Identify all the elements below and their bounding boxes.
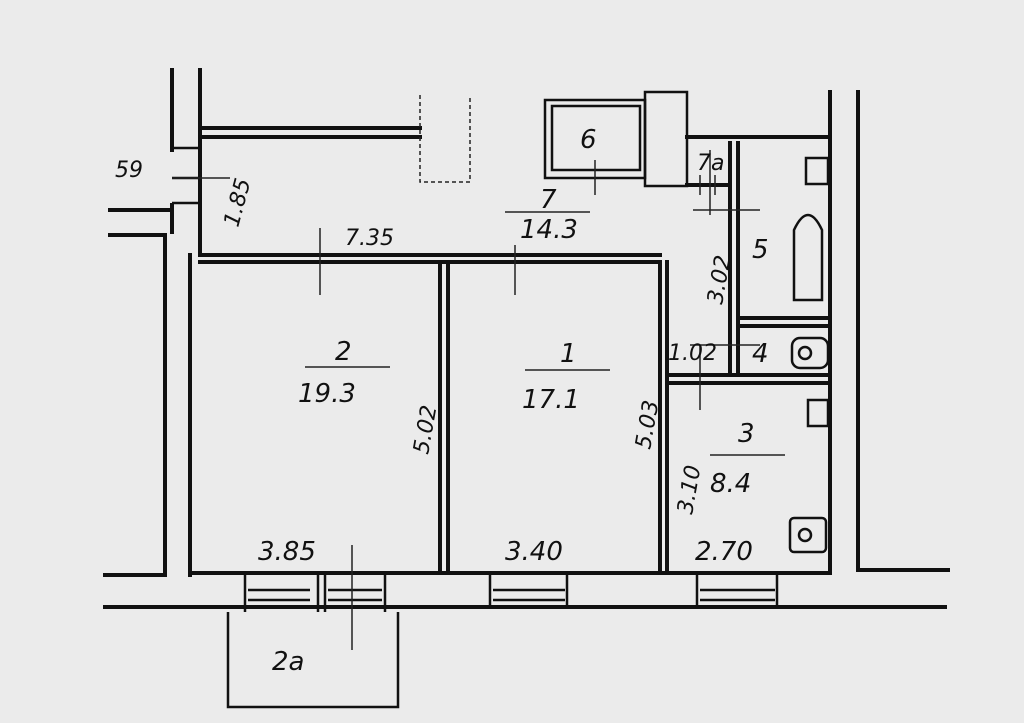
- dim-corridor-length: 7.35: [345, 226, 394, 251]
- room-7-label: 7: [540, 185, 557, 215]
- dim-wall-thickness: 59: [115, 158, 143, 183]
- dim-kitchen-length: 3.10: [673, 463, 706, 516]
- walls: [103, 68, 950, 709]
- room-7-area: 14.3: [520, 215, 578, 245]
- room-2a-label: 2a: [272, 647, 304, 677]
- room-5-label: 5: [752, 235, 769, 265]
- room-7a-label: 7a: [697, 151, 724, 176]
- dim-corridor-width: 1.85: [220, 176, 257, 230]
- room-4-label: 4: [752, 339, 769, 369]
- room-6-label: 6: [580, 125, 597, 155]
- room-3-label: 3: [738, 419, 755, 449]
- dim-kitchen-width: 2.70: [695, 537, 753, 567]
- room-2-label: 2: [335, 337, 352, 367]
- dim-room2-length: 5.02: [409, 403, 442, 456]
- room-1-label: 1: [560, 339, 577, 369]
- room-3-area: 8.4: [710, 469, 751, 499]
- room-2-area: 19.3: [298, 379, 356, 409]
- dim-room2-width: 3.85: [258, 537, 316, 567]
- dim-room1-width: 3.40: [505, 537, 563, 567]
- dim-wc-width: 1.02: [668, 341, 717, 366]
- room-1-area: 17.1: [522, 385, 580, 415]
